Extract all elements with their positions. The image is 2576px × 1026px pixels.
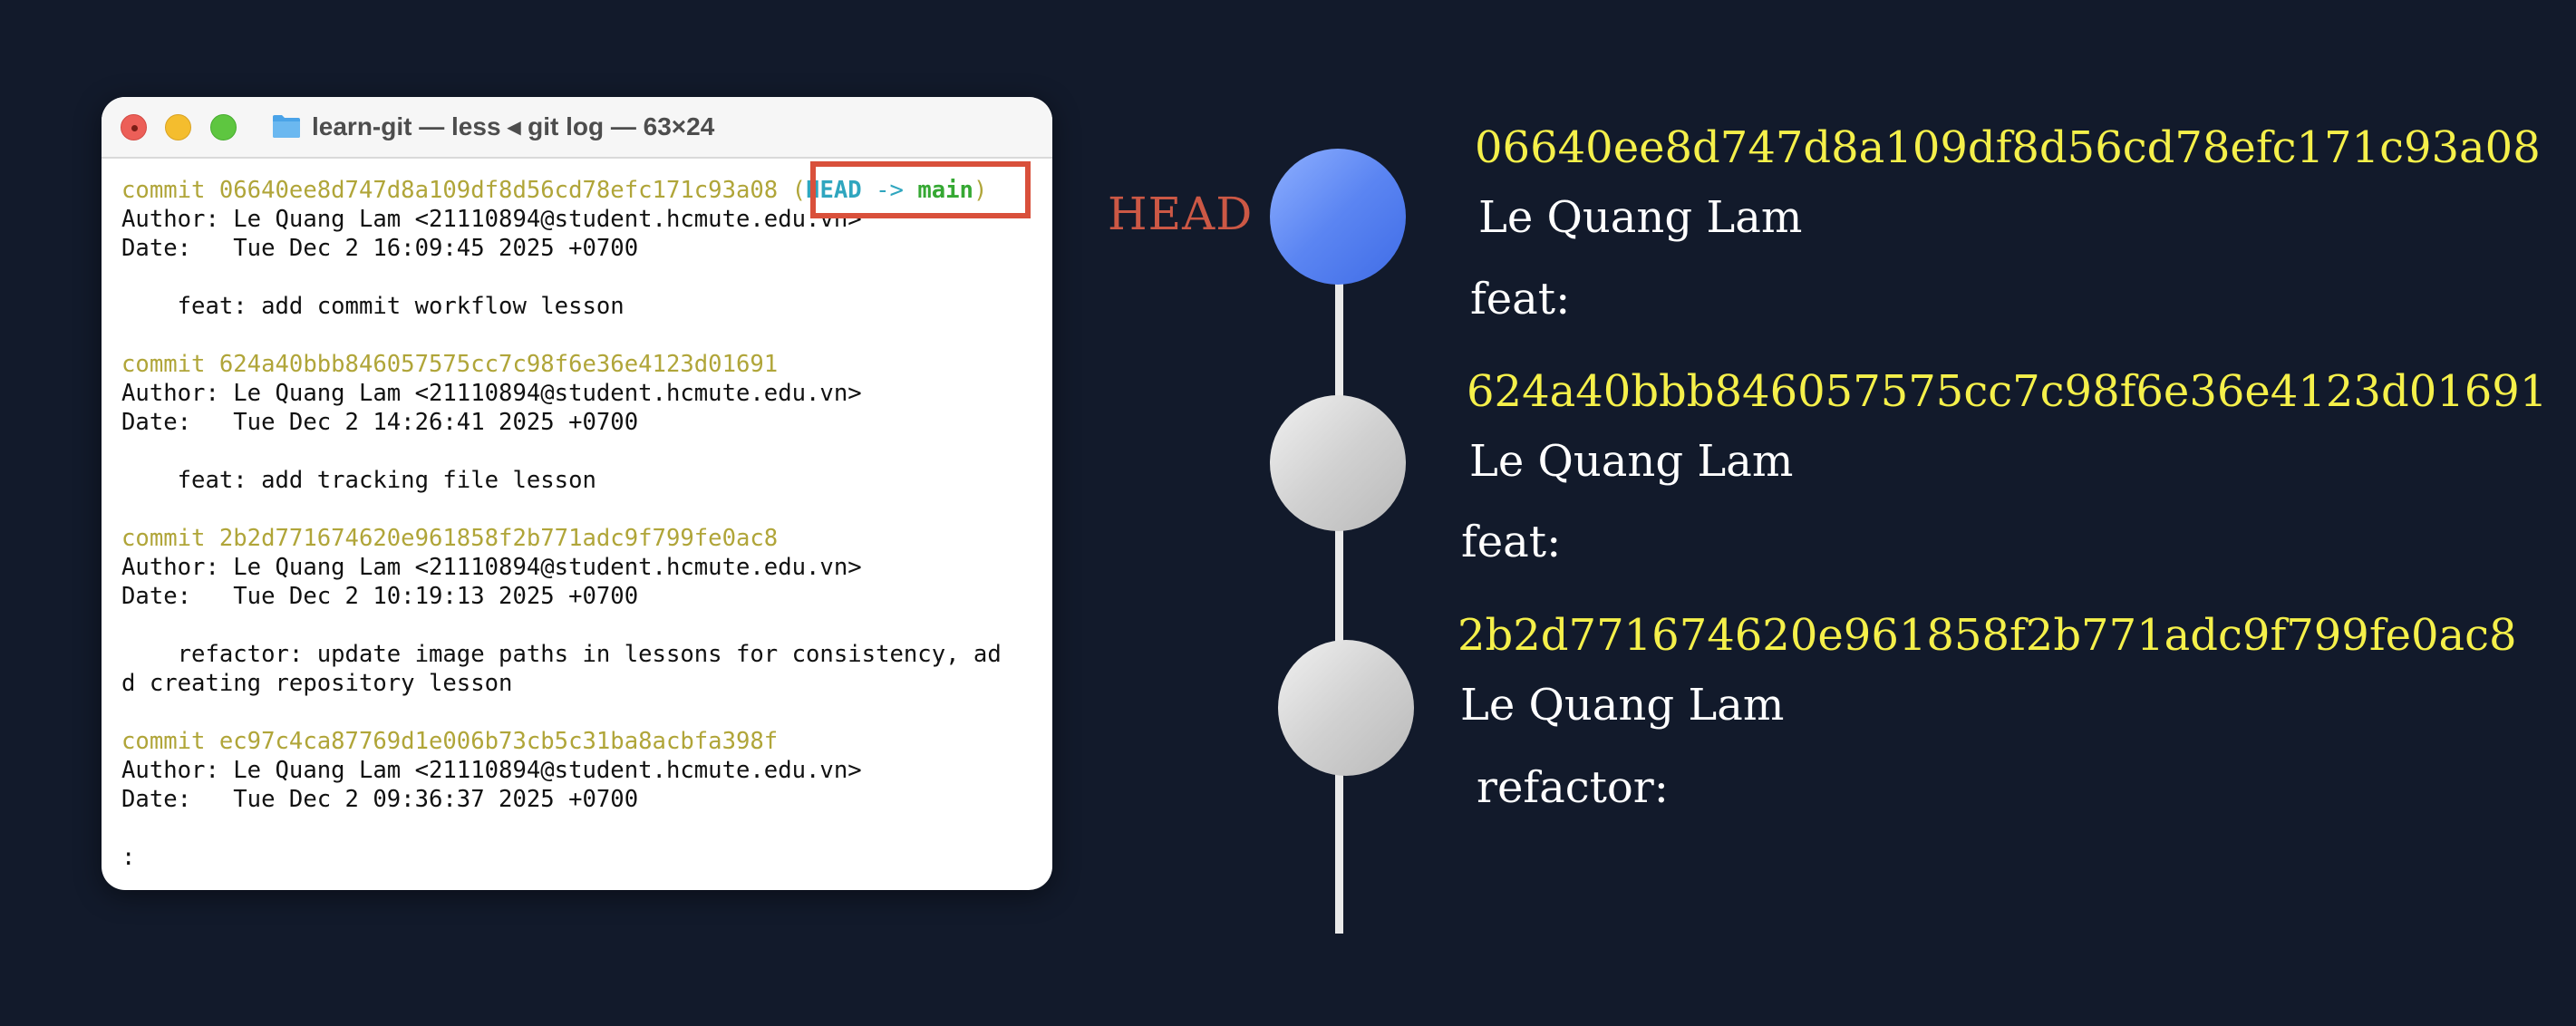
message-line: d creating repository lesson — [121, 670, 513, 697]
pager-prompt[interactable]: : — [121, 844, 136, 871]
blank-line — [121, 495, 1043, 524]
ref-open: ( — [778, 177, 807, 204]
date-line: Date: Tue Dec 2 09:36:37 2025 +0700 — [121, 786, 639, 813]
commit-line: commit 2b2d771674620e961858f2b771adc9f79… — [121, 525, 779, 552]
commit-line: commit 624a40bbb846057575cc7c98f6e36e412… — [121, 351, 779, 378]
close-button[interactable] — [121, 114, 147, 140]
folder-icon — [273, 115, 300, 138]
terminal-window: learn-git — less ◂ git log — 63×24 commi… — [102, 97, 1052, 890]
git-log-output: commit 06640ee8d747d8a109df8d56cd78efc17… — [121, 176, 1043, 872]
message-line: feat: add commit workflow lesson — [121, 293, 625, 320]
head-pointer-label: HEAD — [1108, 188, 1254, 240]
node-author: Le Quang Lam — [1469, 436, 1794, 487]
blank-line — [121, 437, 1043, 466]
head-ref-highlight — [810, 161, 1031, 218]
commit-line: commit 06640ee8d747d8a109df8d56cd78efc17… — [121, 176, 1043, 205]
ref-branch: main — [917, 177, 973, 204]
author-line: Author: Le Quang Lam <21110894@student.h… — [121, 380, 862, 407]
window-title: learn-git — less ◂ git log — 63×24 — [312, 112, 715, 140]
node-hash: 624a40bbb846057575cc7c98f6e36e4123d01691 — [1467, 366, 2548, 417]
node-message: feat: — [1470, 274, 1571, 324]
message-line: feat: add tracking file lesson — [121, 467, 596, 494]
blank-line — [121, 611, 1043, 640]
title-bar[interactable]: learn-git — less ◂ git log — 63×24 — [102, 97, 1052, 159]
date-line: Date: Tue Dec 2 14:26:41 2025 +0700 — [121, 409, 639, 436]
node-author: Le Quang Lam — [1460, 680, 1785, 731]
commit-line: commit ec97c4ca87769d1e006b73cb5c31ba8ac… — [121, 728, 779, 755]
commit-node-head — [1270, 149, 1406, 285]
node-hash: 2b2d771674620e961858f2b771adc9f799fe0ac8 — [1457, 610, 2517, 661]
node-hash: 06640ee8d747d8a109df8d56cd78efc171c93a08 — [1475, 122, 2541, 173]
ref-close: ) — [973, 177, 988, 204]
date-line: Date: Tue Dec 2 10:19:13 2025 +0700 — [121, 583, 639, 610]
blank-line — [121, 814, 1043, 843]
message-line: refactor: update image paths in lessons … — [121, 641, 1002, 668]
ref-arrow: -> — [861, 177, 918, 204]
blank-line — [121, 321, 1043, 350]
zoom-button[interactable] — [210, 114, 237, 140]
author-line: Author: Le Quang Lam <21110894@student.h… — [121, 206, 862, 233]
author-line: Author: Le Quang Lam <21110894@student.h… — [121, 554, 862, 581]
node-message: feat: — [1461, 517, 1562, 567]
timeline-line — [1335, 218, 1343, 934]
minimize-button[interactable] — [165, 114, 191, 140]
close-icon — [131, 125, 138, 131]
author-line: Author: Le Quang Lam <21110894@student.h… — [121, 757, 862, 784]
commit-node — [1270, 395, 1406, 531]
node-message: refactor: — [1477, 762, 1669, 813]
blank-line — [121, 263, 1043, 292]
date-line: Date: Tue Dec 2 16:09:45 2025 +0700 — [121, 235, 639, 262]
commit-node — [1278, 640, 1414, 776]
blank-line — [121, 698, 1043, 727]
commit-hash: commit 06640ee8d747d8a109df8d56cd78efc17… — [121, 177, 779, 204]
node-author: Le Quang Lam — [1478, 192, 1803, 243]
